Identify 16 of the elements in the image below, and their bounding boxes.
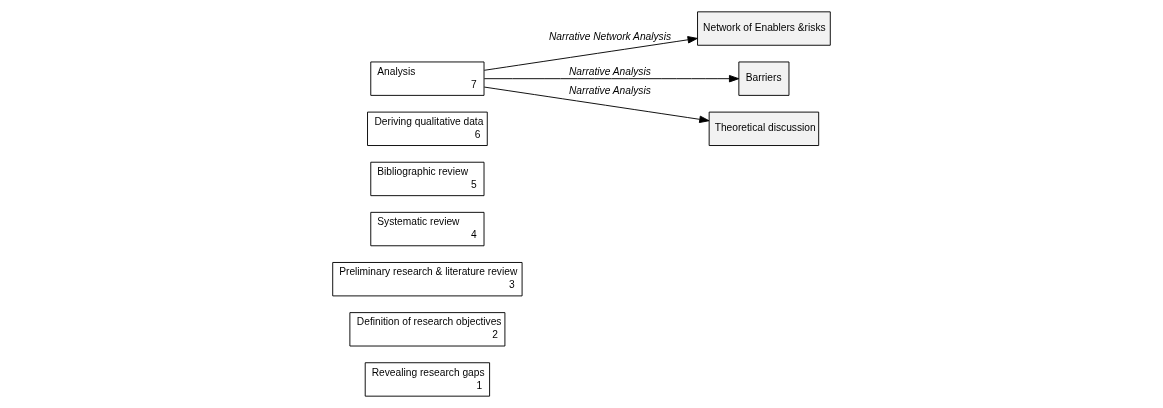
node-box: Analysis 7 <box>370 61 485 96</box>
node-box: Revealing research gaps 1 <box>364 362 491 397</box>
edge-label: Narrative Analysis <box>568 85 651 97</box>
arrow <box>483 86 710 124</box>
node-box: Theoretical discussion <box>708 111 820 146</box>
node-box: Deriving qualitative data 6 <box>367 111 488 146</box>
edge-label: Narrative Network Analysis <box>549 30 672 42</box>
node-box: Definition of research objectives 2 <box>349 312 506 347</box>
arrow <box>483 36 698 71</box>
node-box: Network of Enablers &risks <box>697 11 831 46</box>
edge-label: Narrative Analysis <box>568 65 651 77</box>
arrow <box>483 74 740 83</box>
node-box: Bibliographic review 5 <box>370 161 485 197</box>
node-box: Barriers <box>738 61 790 96</box>
node-box: Preliminary research & literature review 3 <box>332 262 523 297</box>
node-box: Systematic review 4 <box>370 211 485 247</box>
